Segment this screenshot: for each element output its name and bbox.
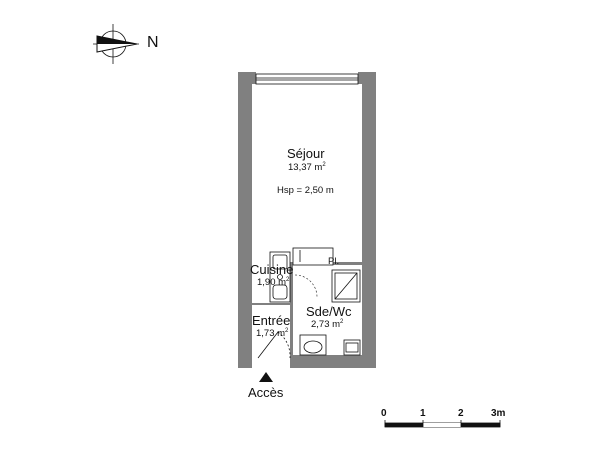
bathroom-door xyxy=(294,274,318,298)
scale-tick-1: 1 xyxy=(420,408,426,419)
room-area-sdewc: 2,73 m2 xyxy=(311,319,344,331)
room-name-cuisine: Cuisine xyxy=(250,262,294,277)
toilet xyxy=(343,339,361,356)
room-name-entree: Entrée xyxy=(252,313,291,328)
entrance-door xyxy=(257,331,291,359)
room-area-cuisine: 1,90 m2 xyxy=(257,277,290,289)
placard xyxy=(292,247,334,266)
room-name-sdewc: Sde/Wc xyxy=(306,304,352,319)
entrance-arrow-icon xyxy=(259,372,273,382)
compass-label: N xyxy=(147,34,159,51)
window xyxy=(255,73,359,85)
kitchen-sink xyxy=(269,251,291,303)
scale-tick-2: 2 xyxy=(458,408,464,419)
scale-bar xyxy=(384,420,501,428)
shower xyxy=(331,269,361,303)
exterior-walls xyxy=(238,72,376,368)
washbasin xyxy=(299,334,327,356)
room-name-sejour: Séjour xyxy=(287,146,325,161)
scale-tick-3: 3m xyxy=(491,408,506,419)
north-arrow-icon xyxy=(93,24,139,64)
scale-tick-0: 0 xyxy=(381,408,387,419)
room-area-sejour: 13,37 m2 xyxy=(288,162,326,174)
placard-label: Pl. xyxy=(328,256,340,267)
room-area-entree: 1,73 m2 xyxy=(256,328,289,340)
access-label: Accès xyxy=(248,385,284,400)
ceiling-height-label: Hsp = 2,50 m xyxy=(277,185,334,196)
